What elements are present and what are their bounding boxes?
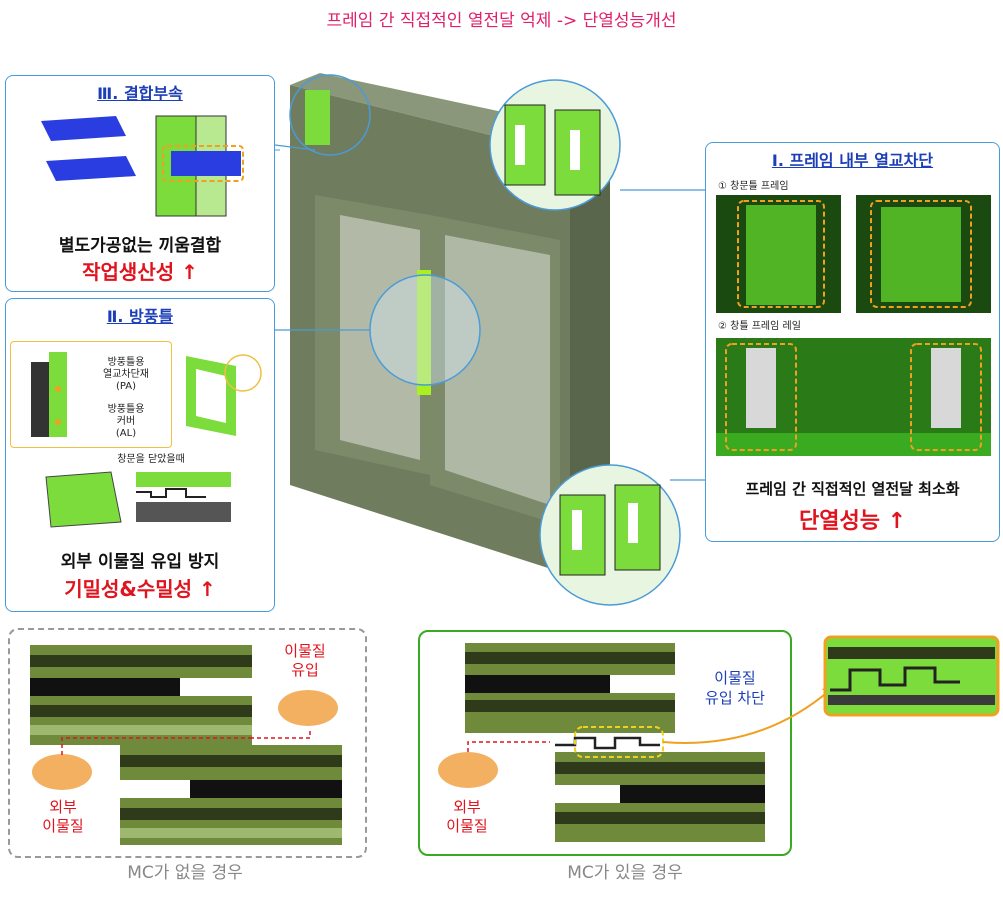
- without-inflow-label: 이물질 유입: [284, 642, 326, 679]
- without-source-label: 외부 이물질: [42, 798, 84, 835]
- panel-thermal-title: Ⅰ. 프레임 내부 열교차단: [771, 151, 934, 170]
- weatherstrip-frame-image: [186, 354, 262, 436]
- thermal-frame-image: [716, 195, 991, 313]
- window-illustration: [275, 73, 681, 606]
- weatherstrip-closed-image: [45, 471, 231, 528]
- weatherstrip-desc: 외부 이물질 유입 방지: [60, 552, 220, 572]
- without-caption: MC가 없을 경우: [127, 863, 243, 883]
- closed-label: 창문을 닫았을때: [117, 454, 185, 465]
- thermal-benefit: 단열성능 ↑: [798, 509, 907, 534]
- weatherstrip-benefit: 기밀성&수밀성 ↑: [64, 577, 216, 601]
- coupling-benefit: 작업생산성 ↑: [82, 260, 198, 284]
- with-source-label: 외부 이물질: [446, 798, 488, 835]
- panel-weatherstrip-title: Ⅱ. 방풍틀: [106, 307, 174, 326]
- label-pa: 방풍틀용 열교차단재 (PA): [103, 357, 149, 392]
- thermal-item1: ① 창문틀 프레임: [718, 181, 789, 192]
- thermal-rail-image: [716, 338, 991, 456]
- coupling-parts-image: [41, 115, 244, 217]
- label-al: 방풍틀용 커버 (AL): [107, 404, 145, 439]
- panel-thermal: Ⅰ. 프레임 내부 열교차단 ① 창문틀 프레임 ② 창틀 프레임 레일 프레임…: [705, 142, 1000, 542]
- panel-coupling-title: Ⅲ. 결합부속: [97, 84, 183, 103]
- panel-weatherstrip: Ⅱ. 방풍틀 방풍틀용 열교차단재 (PA) 방풍틀용 커버 (AL) 창문을 …: [5, 298, 275, 612]
- comparison-without-box: [8, 628, 367, 858]
- page-title: 프레임 간 직접적인 열전달 억제 -> 단열성능개선: [326, 11, 677, 31]
- with-caption: MC가 있을 경우: [567, 863, 683, 883]
- thermal-item2: ② 창틀 프레임 레일: [718, 321, 801, 332]
- weatherstrip-parts-box: [10, 341, 172, 448]
- weatherstrip-profile-image: [31, 352, 67, 437]
- panel-coupling: Ⅲ. 결합부속 별도가공없는 끼움결합 작업생산성 ↑: [5, 75, 275, 292]
- with-blocked-label: 이물질 유입 차단: [705, 669, 765, 707]
- coupling-desc: 별도가공없는 끼움결합: [58, 236, 222, 256]
- comparison-with-box: [418, 630, 792, 856]
- thermal-desc: 프레임 간 직접적인 열전달 최소화: [745, 480, 960, 498]
